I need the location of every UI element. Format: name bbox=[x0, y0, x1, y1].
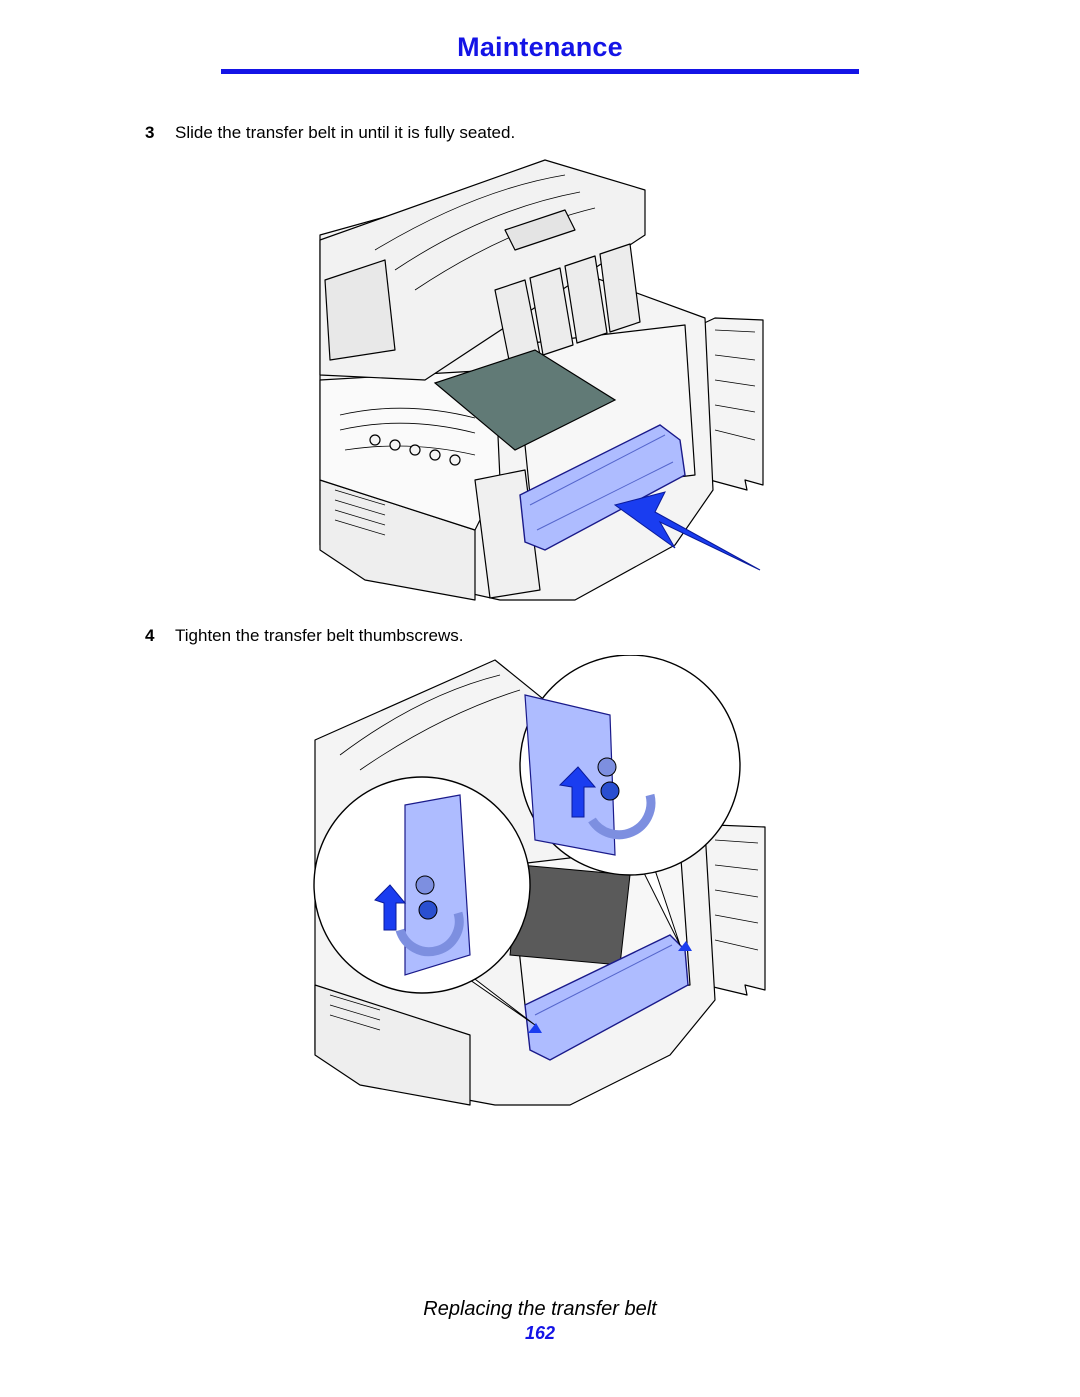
section-header-title: Maintenance bbox=[457, 32, 623, 62]
printer-tighten-thumbscrews-illustration bbox=[313, 655, 766, 1106]
step-text: Slide the transfer belt in until it is f… bbox=[175, 123, 516, 142]
step-number: 4 bbox=[145, 626, 155, 645]
page-number: 162 bbox=[524, 1323, 556, 1343]
footer-section-title: Replacing the transfer belt bbox=[423, 1298, 657, 1320]
header-divider bbox=[221, 69, 859, 74]
step-3: 3 Slide the transfer belt in until it is … bbox=[145, 123, 515, 143]
step-text: Tighten the transfer belt thumbscrews. bbox=[175, 626, 464, 645]
step-4: 4 Tighten the transfer belt thumbscrews. bbox=[145, 626, 464, 646]
step-number: 3 bbox=[145, 123, 155, 142]
printer-insert-transfer-belt-illustration bbox=[319, 159, 764, 601]
